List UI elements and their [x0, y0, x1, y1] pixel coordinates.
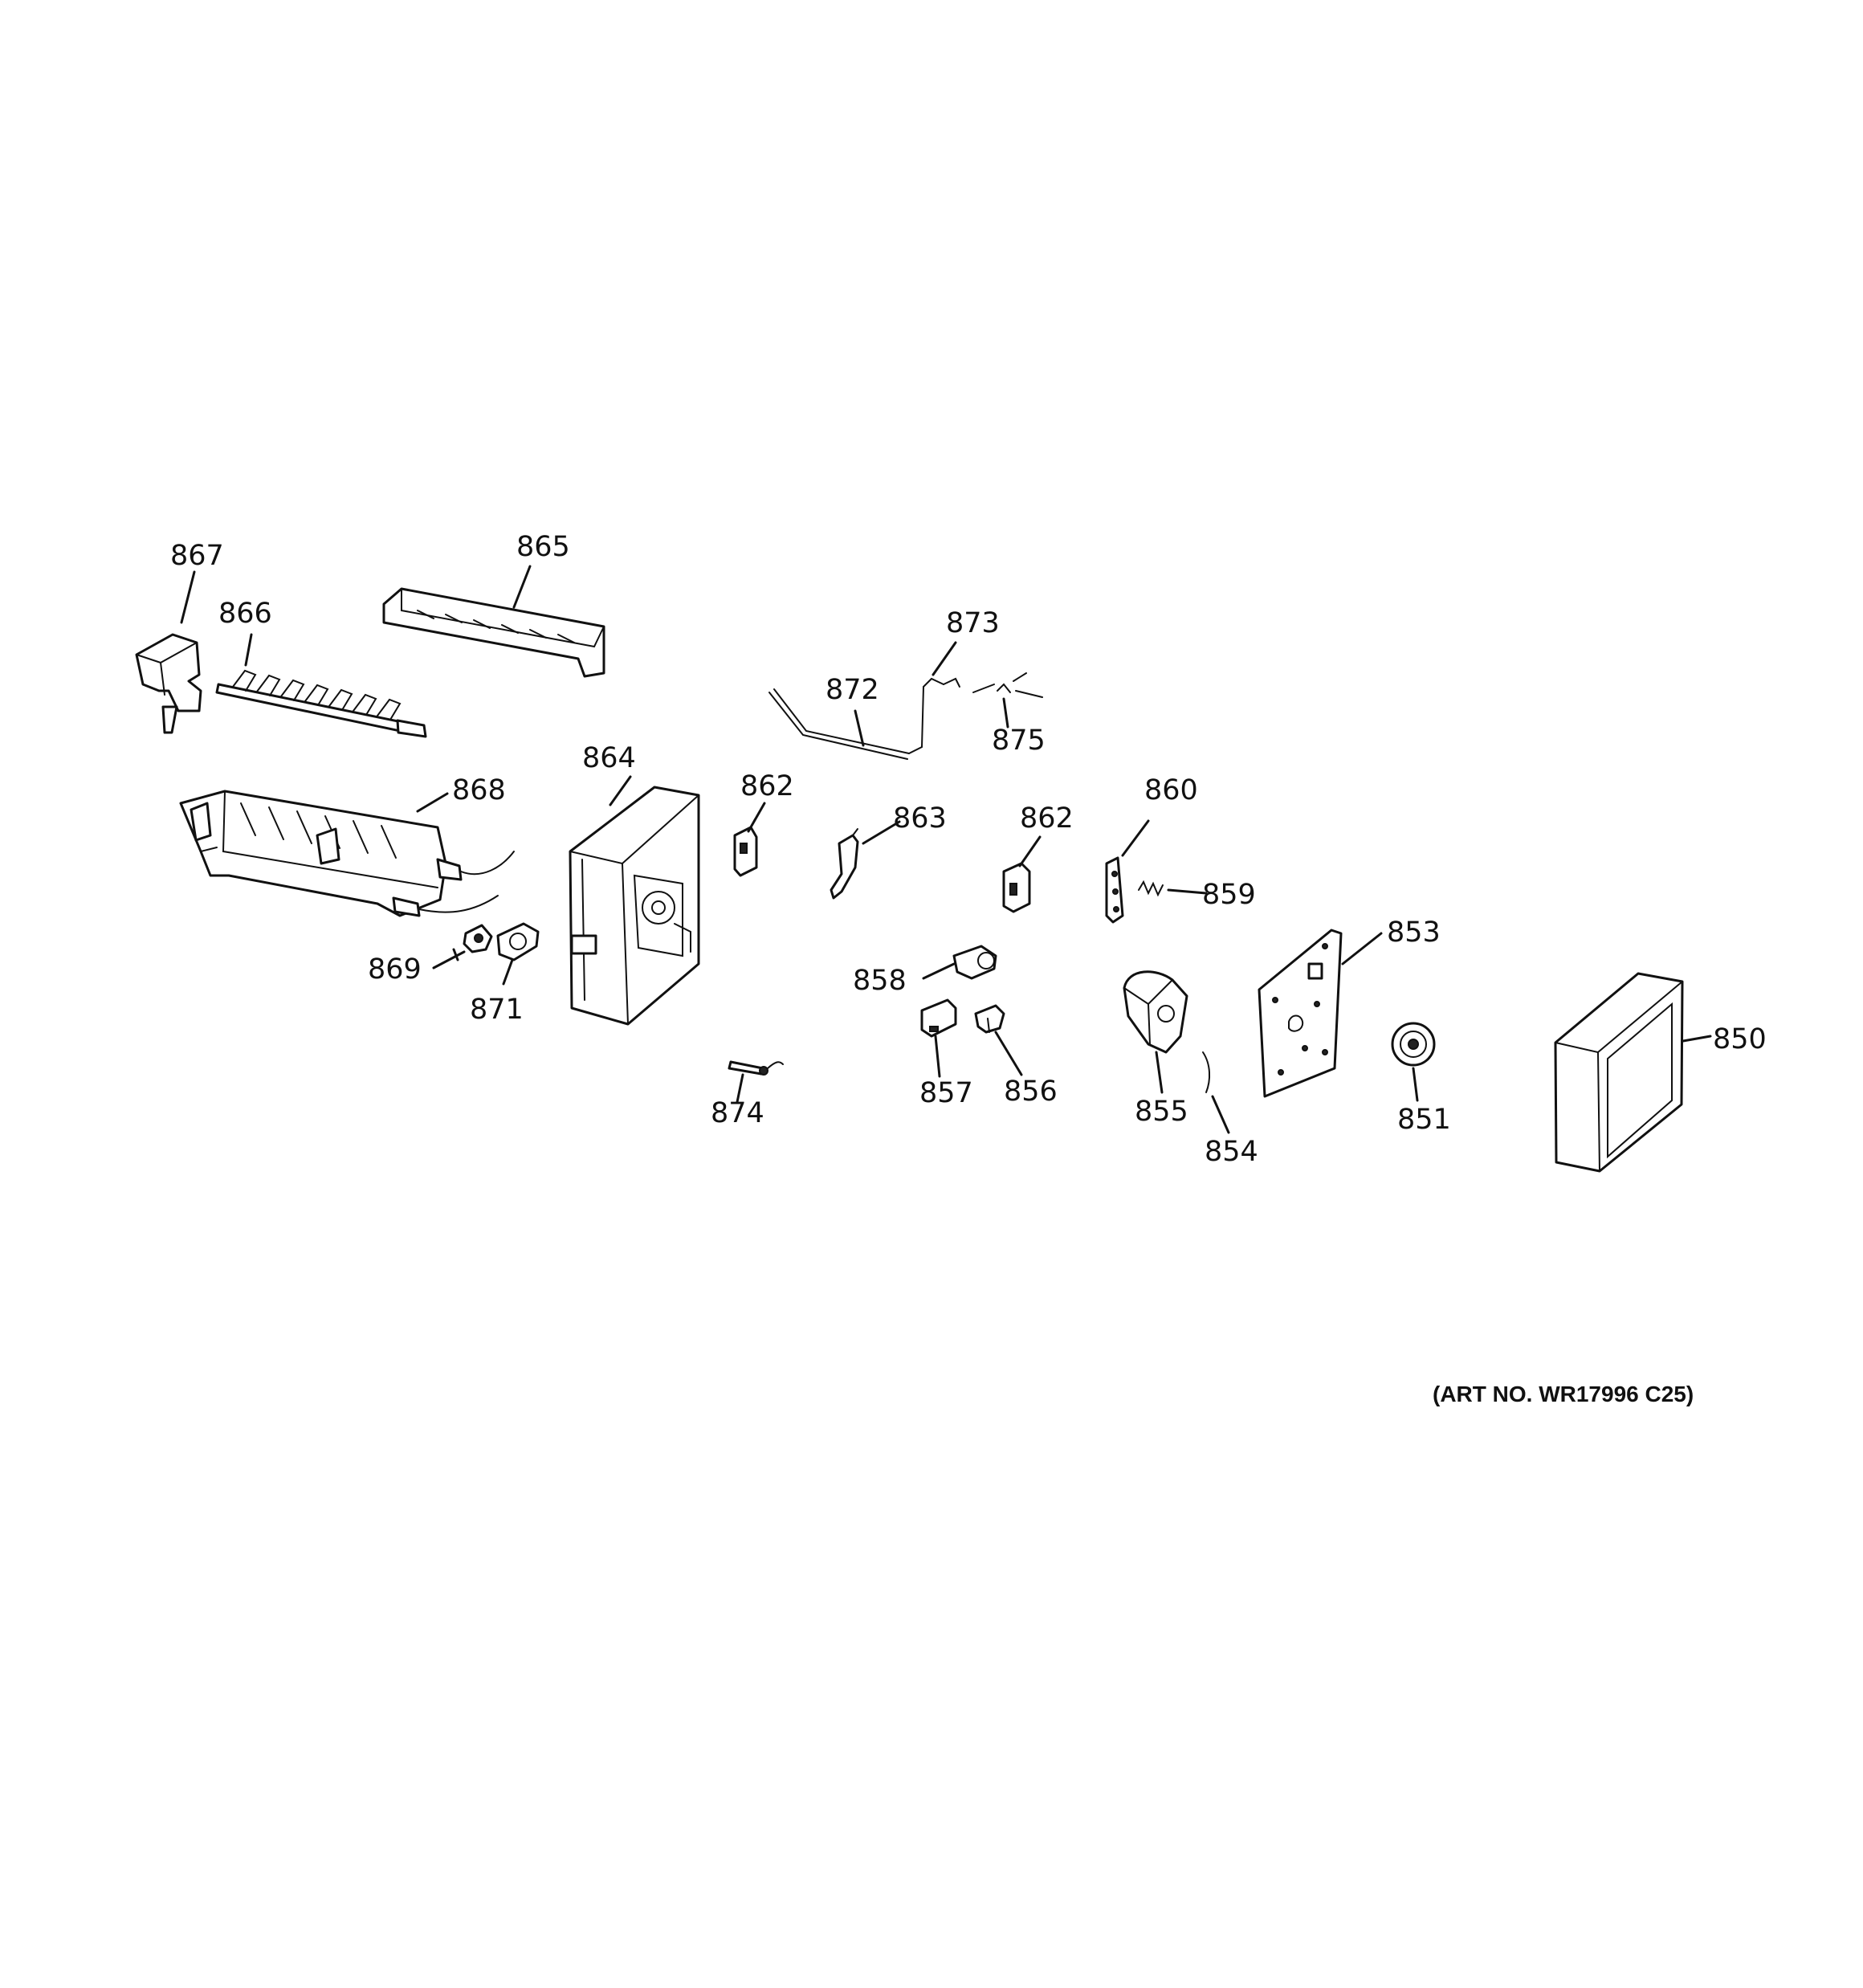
part-857-connector [920, 998, 957, 1038]
part-868-ice-mold [179, 790, 515, 917]
callout-873: 873 [946, 607, 1000, 639]
callout-862-right: 862 [1020, 802, 1074, 835]
part-862-switch-right [1002, 862, 1031, 913]
part-866-ejector [215, 669, 427, 738]
callout-871: 871 [470, 994, 524, 1026]
callout-867: 867 [170, 540, 224, 572]
part-867-bracket [135, 633, 202, 734]
callout-850: 850 [1713, 1023, 1767, 1055]
callout-875: 875 [992, 725, 1046, 757]
callout-863: 863 [893, 802, 947, 835]
part-875-spring [972, 672, 1043, 698]
part-874-screw [728, 1060, 784, 1076]
callout-853: 853 [1387, 916, 1441, 949]
part-873-lever [923, 677, 960, 688]
callout-858: 858 [853, 965, 907, 997]
callout-860: 860 [1144, 774, 1198, 806]
part-859-spring [1138, 880, 1164, 897]
callout-865: 865 [516, 531, 570, 563]
part-853-mounting-plate [1258, 929, 1343, 1098]
callout-854: 854 [1205, 1136, 1258, 1168]
callout-856: 856 [1004, 1076, 1058, 1108]
part-864-housing [569, 786, 700, 1026]
part-871-retainer [496, 922, 540, 961]
part-863-actuator [830, 828, 859, 900]
part-872-shutoff-arm [768, 686, 924, 760]
callout-857: 857 [919, 1077, 973, 1109]
part-851-timing-gear [1391, 1022, 1436, 1067]
part-850-cover [1554, 972, 1684, 1173]
callout-866: 866 [218, 598, 272, 630]
callout-851: 851 [1397, 1104, 1451, 1136]
part-855-motor [1123, 970, 1188, 1054]
callout-868: 868 [452, 774, 506, 806]
part-858-gear [952, 945, 997, 980]
leader-lines [180, 565, 1712, 1134]
callout-872: 872 [826, 674, 879, 706]
art-number: (ART NO. WR17996 C25) [1433, 1382, 1694, 1406]
callout-869: 869 [368, 953, 422, 986]
part-860-switch-plate [1105, 856, 1124, 924]
callout-859: 859 [1202, 879, 1256, 911]
callout-862-left: 862 [740, 770, 794, 802]
callout-855: 855 [1135, 1096, 1188, 1128]
callout-874: 874 [711, 1097, 764, 1129]
part-856-clip [974, 1004, 1005, 1034]
part-862-switch-left [733, 818, 758, 877]
part-854-wire [1202, 1051, 1211, 1093]
callout-864: 864 [582, 742, 636, 774]
part-869-thermostat [463, 924, 493, 953]
part-865-stripper [382, 587, 605, 678]
